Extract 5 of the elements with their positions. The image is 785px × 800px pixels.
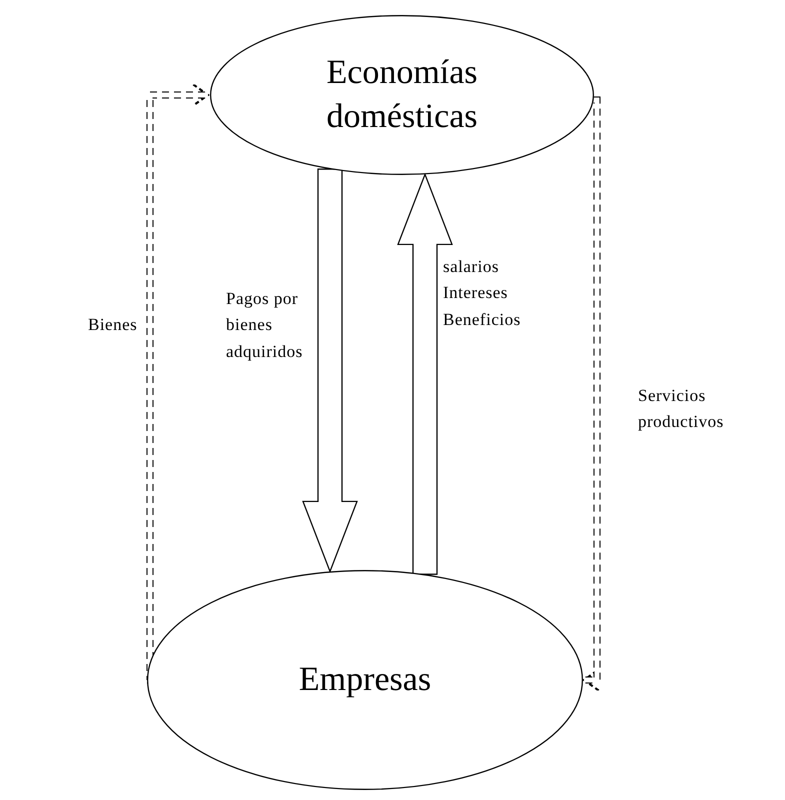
block-arrow [397, 172, 453, 575]
block-arrow [302, 168, 358, 574]
node-label: Empresas [298, 660, 432, 700]
node-label: Economías domésticas [325, 52, 479, 137]
double-dashed-arrow [582, 96, 600, 692]
